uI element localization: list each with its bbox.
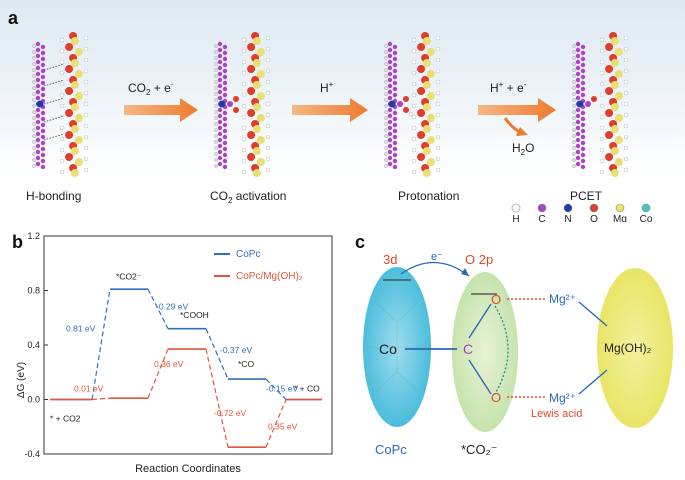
state-label-0: * + CO2 — [50, 413, 81, 423]
state-label-1: *CO2⁻ — [116, 272, 142, 282]
legend-atom-h-label: H — [512, 214, 519, 222]
svg-text:H+: H+ — [320, 80, 334, 95]
mg-bottom-ion: Mg²⁺ — [549, 391, 576, 405]
energy-connector-1-2 — [205, 348, 229, 448]
y-tick-label: 0.8 — [27, 286, 40, 296]
svg-text:H+ + e-: H+ + e- — [490, 80, 527, 95]
panel-a: a CO2 + e- H+ H+ + e- H2O H-bonding CO2 … — [0, 0, 685, 222]
energy-connector-0-2 — [205, 328, 229, 380]
copc-caption: CoPc — [375, 442, 407, 457]
chart-y-axis-label: ΔG (eV) — [16, 362, 27, 398]
energy-label-0-3: -0.15 eV — [266, 383, 298, 393]
co-3d-label: 3d — [383, 252, 397, 267]
energy-connector-0-1 — [147, 288, 169, 329]
reaction-arrow-3: H+ + e- H2O — [478, 80, 556, 157]
co2-orbital-lobe — [452, 272, 518, 432]
y-tick-label: -0.4 — [24, 449, 40, 459]
energy-label-1-1: 0.36 eV — [154, 359, 184, 369]
y-tick-label: 1.2 — [27, 231, 40, 241]
energy-label-0-2: -0.37 eV — [220, 345, 252, 355]
c-atom: C — [463, 341, 473, 357]
step-label-protonation: Protonation — [398, 189, 459, 203]
legend-atom-mg-label: Mg — [613, 214, 627, 222]
co2-caption: *CO₂⁻ — [461, 442, 497, 457]
legend-atom-mg-icon — [615, 203, 625, 213]
legend-atom-c-icon — [537, 203, 547, 213]
panel-b-label: b — [12, 232, 23, 252]
legend-atom-n-icon — [563, 203, 573, 213]
molecular-model-1 — [32, 32, 89, 177]
energy-label-1-2: -0.72 eV — [214, 408, 246, 418]
reaction-arrow-1: CO2 + e- — [124, 80, 198, 122]
reaction-arrow-2: H+ — [292, 80, 368, 122]
energy-connector-0-3 — [265, 378, 287, 400]
o-top-atom: O — [491, 292, 501, 307]
legend-atom-c-label: C — [538, 214, 545, 222]
mgoh2-label: Mg(OH)₂ — [604, 341, 652, 355]
legend-atom-co-icon — [641, 203, 651, 213]
molecular-models — [32, 32, 629, 177]
series-1 — [50, 348, 322, 448]
chart-plot-area: 1.2 0.8 0.4 0.0 -0.4 0.81 eV -0.29 eV -0.37 eV -… — [24, 231, 333, 459]
panel-c-label: c — [355, 232, 365, 252]
mgoh2-lobe — [597, 268, 673, 428]
o-2p-label: O 2p — [465, 252, 493, 267]
state-label-4: * + CO — [294, 383, 320, 393]
y-tick-label: 0.4 — [27, 340, 40, 350]
legend-atom-o-label: O — [590, 214, 598, 222]
molecular-model-4 — [572, 32, 629, 177]
energy-connector-0-0 — [91, 289, 111, 400]
energy-label-1-3: 0.35 eV — [268, 421, 298, 431]
panel-c-orbital-diagram: c 3d O 2p e⁻ Co C O O Mg²⁺ Mg²⁺ Lewis ac… — [355, 232, 673, 457]
energy-label-1-0: 0.01 eV — [74, 383, 104, 393]
energy-connector-1-1 — [147, 348, 169, 399]
mg-top-ion: Mg²⁺ — [549, 292, 576, 306]
legend-label-1: CoPc/Mg(OH)₂ — [236, 271, 303, 282]
panel-b-free-energy-chart: b 1.2 0.8 0.4 0.0 -0.4 0.81 eV -0.29 eV -0.37 e… — [12, 231, 333, 475]
legend-atom-co-label: Co — [640, 214, 653, 222]
chart-x-axis-label: Reaction Coordinates — [135, 463, 241, 475]
step-label-co2-activation: CO2 activation — [210, 189, 286, 205]
energy-label-0-0: 0.81 eV — [66, 323, 96, 333]
legend-atom-h-icon — [511, 203, 521, 213]
y-tick-label: 0.0 — [27, 395, 40, 405]
state-label-2: *COOH — [180, 310, 209, 320]
state-label-3: *CO — [238, 359, 254, 369]
co-atom: Co — [379, 341, 397, 357]
o-bottom-atom: O — [491, 390, 501, 405]
energy-connector-1-3 — [265, 399, 287, 448]
legend-atom-n-label: N — [564, 214, 571, 222]
panel-a-label: a — [8, 8, 19, 28]
molecular-model-3 — [384, 32, 441, 177]
legend-label-0: CoPc — [236, 249, 260, 260]
energy-label-0-1: -0.29 eV — [156, 302, 188, 312]
lewis-acid-label: Lewis acid — [531, 408, 582, 420]
legend-atom-o-icon — [589, 203, 599, 213]
molecular-model-2 — [214, 32, 271, 177]
svg-text:CO2 + e-: CO2 + e- — [128, 80, 174, 97]
step-label-h-bonding: H-bonding — [26, 189, 81, 203]
step-label-pcet: PCET — [570, 189, 603, 203]
water-byproduct: H2O — [512, 141, 534, 157]
energy-connector-1-0 — [91, 397, 111, 401]
atom-legend: H C N O Mg Co — [511, 203, 653, 222]
electron-transfer-label: e⁻ — [431, 251, 443, 263]
